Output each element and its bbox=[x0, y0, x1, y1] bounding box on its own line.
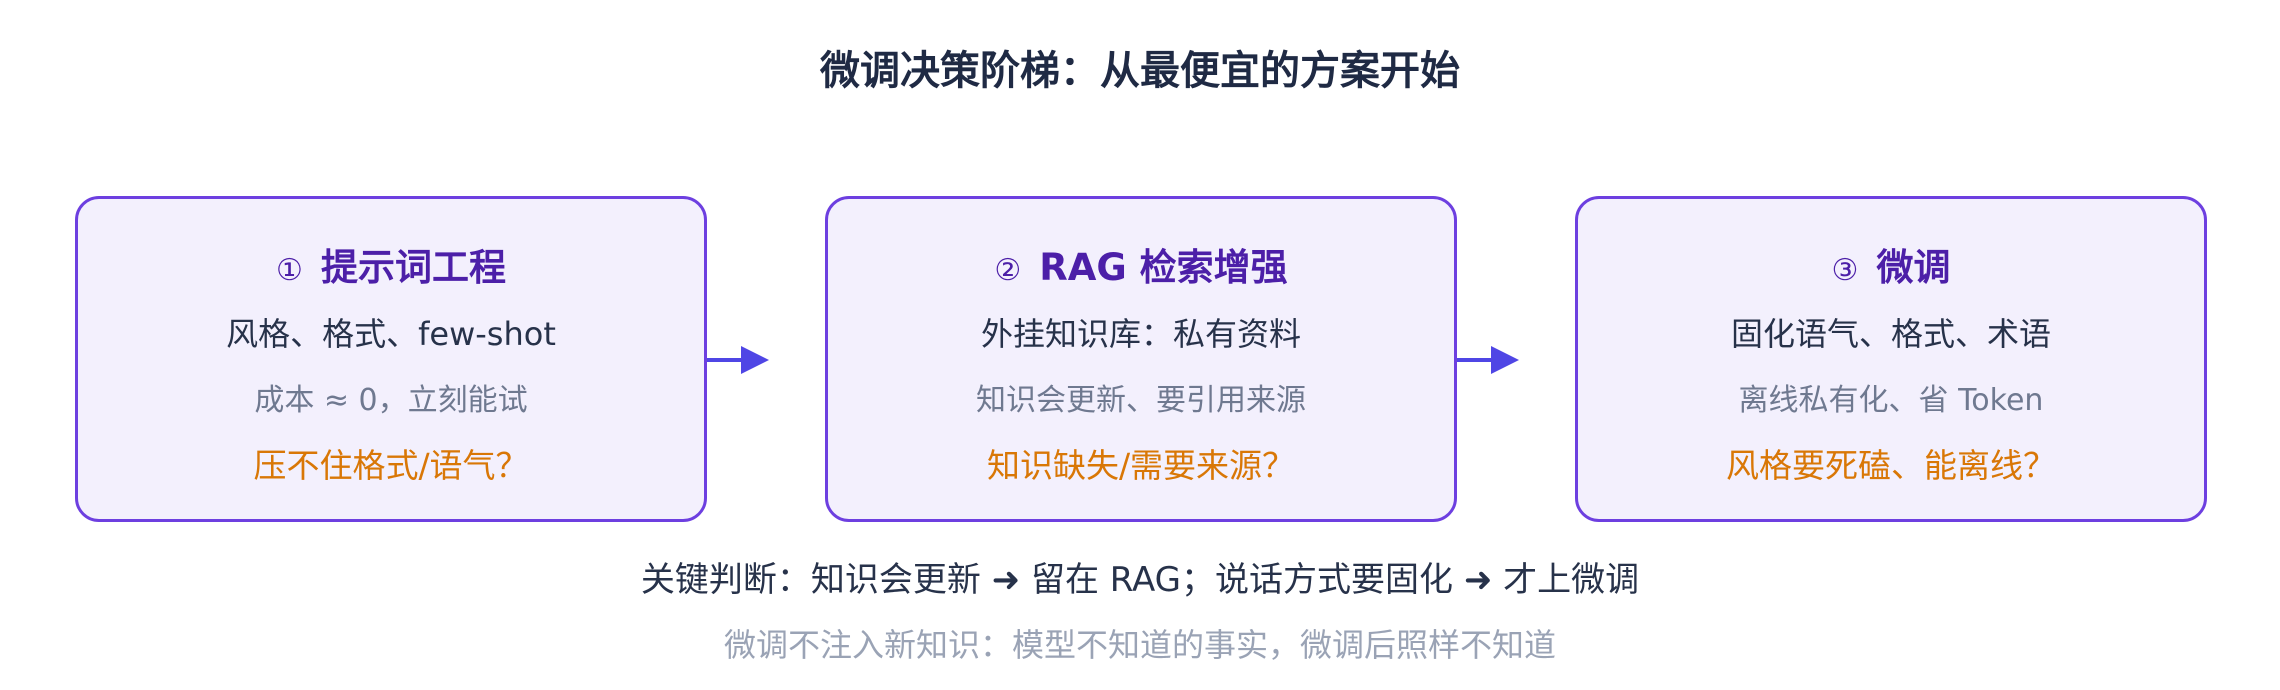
step-description: 风格、格式、few-shot bbox=[226, 315, 556, 353]
step-title: ② RAG 检索增强 bbox=[828, 237, 1454, 291]
step-title-text: RAG 检索增强 bbox=[1039, 246, 1288, 289]
step-card-rag: ② RAG 检索增强 外挂知识库：私有资料 知识会更新、要引用来源 知识缺失/需要… bbox=[825, 196, 1457, 522]
step-detail: 成本 ≈ 0，立刻能试 bbox=[254, 383, 528, 418]
step-question: 风格要死磕、能离线？ bbox=[1726, 446, 2056, 485]
step-title: ③ 微调 bbox=[1578, 237, 2204, 291]
step-description: 外挂知识库：私有资料 bbox=[980, 315, 1301, 353]
step-card-prompt-engineering: ① 提示词工程 风格、格式、few-shot 成本 ≈ 0，立刻能试 压不住格式/… bbox=[75, 196, 707, 522]
step-title-text: 微调 bbox=[1876, 246, 1951, 289]
arrow-right-icon bbox=[1457, 346, 1519, 374]
step-number: ③ bbox=[1831, 253, 1859, 288]
step-number: ① bbox=[276, 253, 303, 288]
key-judgment: 关键判断：知识会更新 ➜ 留在 RAG；说话方式要固化 ➜ 才上微调 bbox=[640, 560, 1640, 600]
step-title: ① 提示词工程 bbox=[78, 237, 704, 291]
step-question: 知识缺失/需要来源？ bbox=[986, 446, 1296, 485]
step-detail: 离线私有化、省 Token bbox=[1738, 383, 2044, 418]
step-title-text: 提示词工程 bbox=[320, 246, 506, 289]
step-question: 压不住格式/语气？ bbox=[253, 446, 529, 485]
step-description: 固化语气、格式、术语 bbox=[1730, 315, 2051, 353]
step-detail: 知识会更新、要引用来源 bbox=[976, 383, 1306, 418]
arrow-right-icon bbox=[707, 346, 769, 374]
step-card-fine-tuning: ③ 微调 固化语气、格式、术语 离线私有化、省 Token 风格要死磕、能离线？ bbox=[1575, 196, 2207, 522]
footnote: 微调不注入新知识：模型不知道的事实，微调后照样不知道 bbox=[723, 626, 1556, 664]
diagram-title: 微调决策阶梯：从最便宜的方案开始 bbox=[820, 48, 1460, 94]
step-number: ② bbox=[994, 253, 1022, 288]
